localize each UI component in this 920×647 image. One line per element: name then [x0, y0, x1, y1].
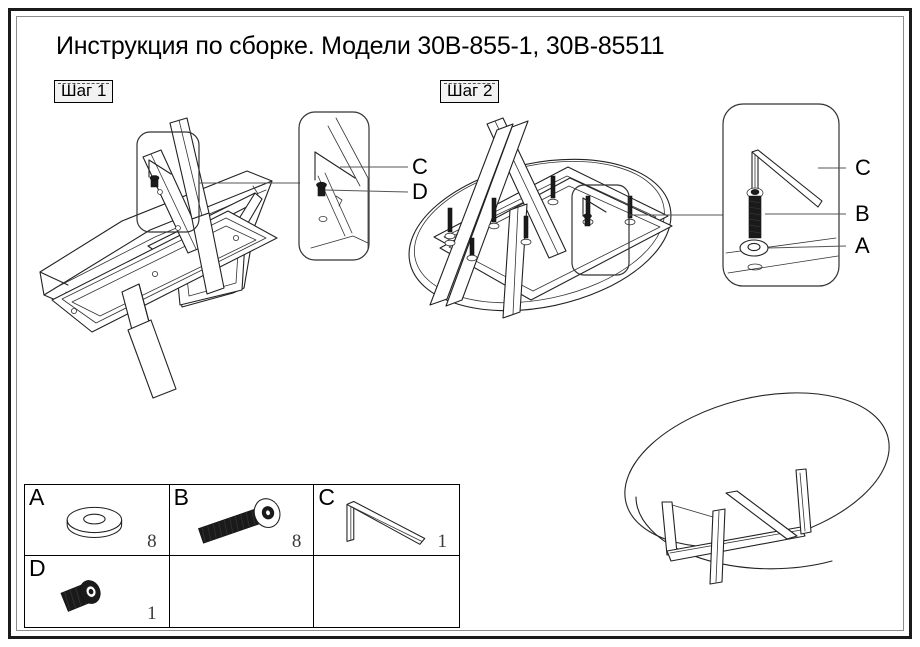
parts-cell-d: D 1 [25, 556, 170, 627]
washer-icon [66, 506, 123, 539]
part-qty-c: 1 [437, 531, 448, 552]
callout-label-b-right: B [855, 201, 870, 226]
part-letter-a: A [29, 485, 45, 510]
part-letter-c: C [318, 485, 335, 510]
page-frame-outer [8, 8, 912, 639]
parts-cell-b: B 8 [169, 485, 315, 556]
page-frame-inner [16, 16, 904, 631]
parts-list-table: A 8 B 8 C [24, 484, 460, 628]
part-qty-b: 8 [291, 531, 302, 552]
step-label-1: Шаг 1 [54, 80, 114, 103]
screw-icon [60, 580, 101, 612]
part-letter-b: B [173, 485, 189, 510]
hex-key-icon [346, 500, 426, 545]
parts-cell-empty-2 [314, 556, 459, 627]
part-letter-d: D [29, 556, 46, 581]
page-title: Инструкция по сборке. Модели 30В-855-1, … [56, 32, 665, 60]
part-qty-a: 8 [147, 531, 157, 552]
callout-label-d-left: D [412, 179, 428, 204]
part-qty-d: 1 [147, 603, 157, 624]
callout-label-a-right: A [855, 233, 870, 258]
bolt-icon [197, 498, 281, 544]
callout-label-c-right: C [855, 155, 871, 180]
callout-label-c-left: C [412, 154, 428, 179]
parts-cell-c: C 1 [314, 485, 459, 556]
step-label-2: Шаг 2 [440, 80, 500, 103]
parts-cell-empty-1 [170, 556, 315, 627]
parts-cell-a: A 8 [25, 485, 170, 556]
